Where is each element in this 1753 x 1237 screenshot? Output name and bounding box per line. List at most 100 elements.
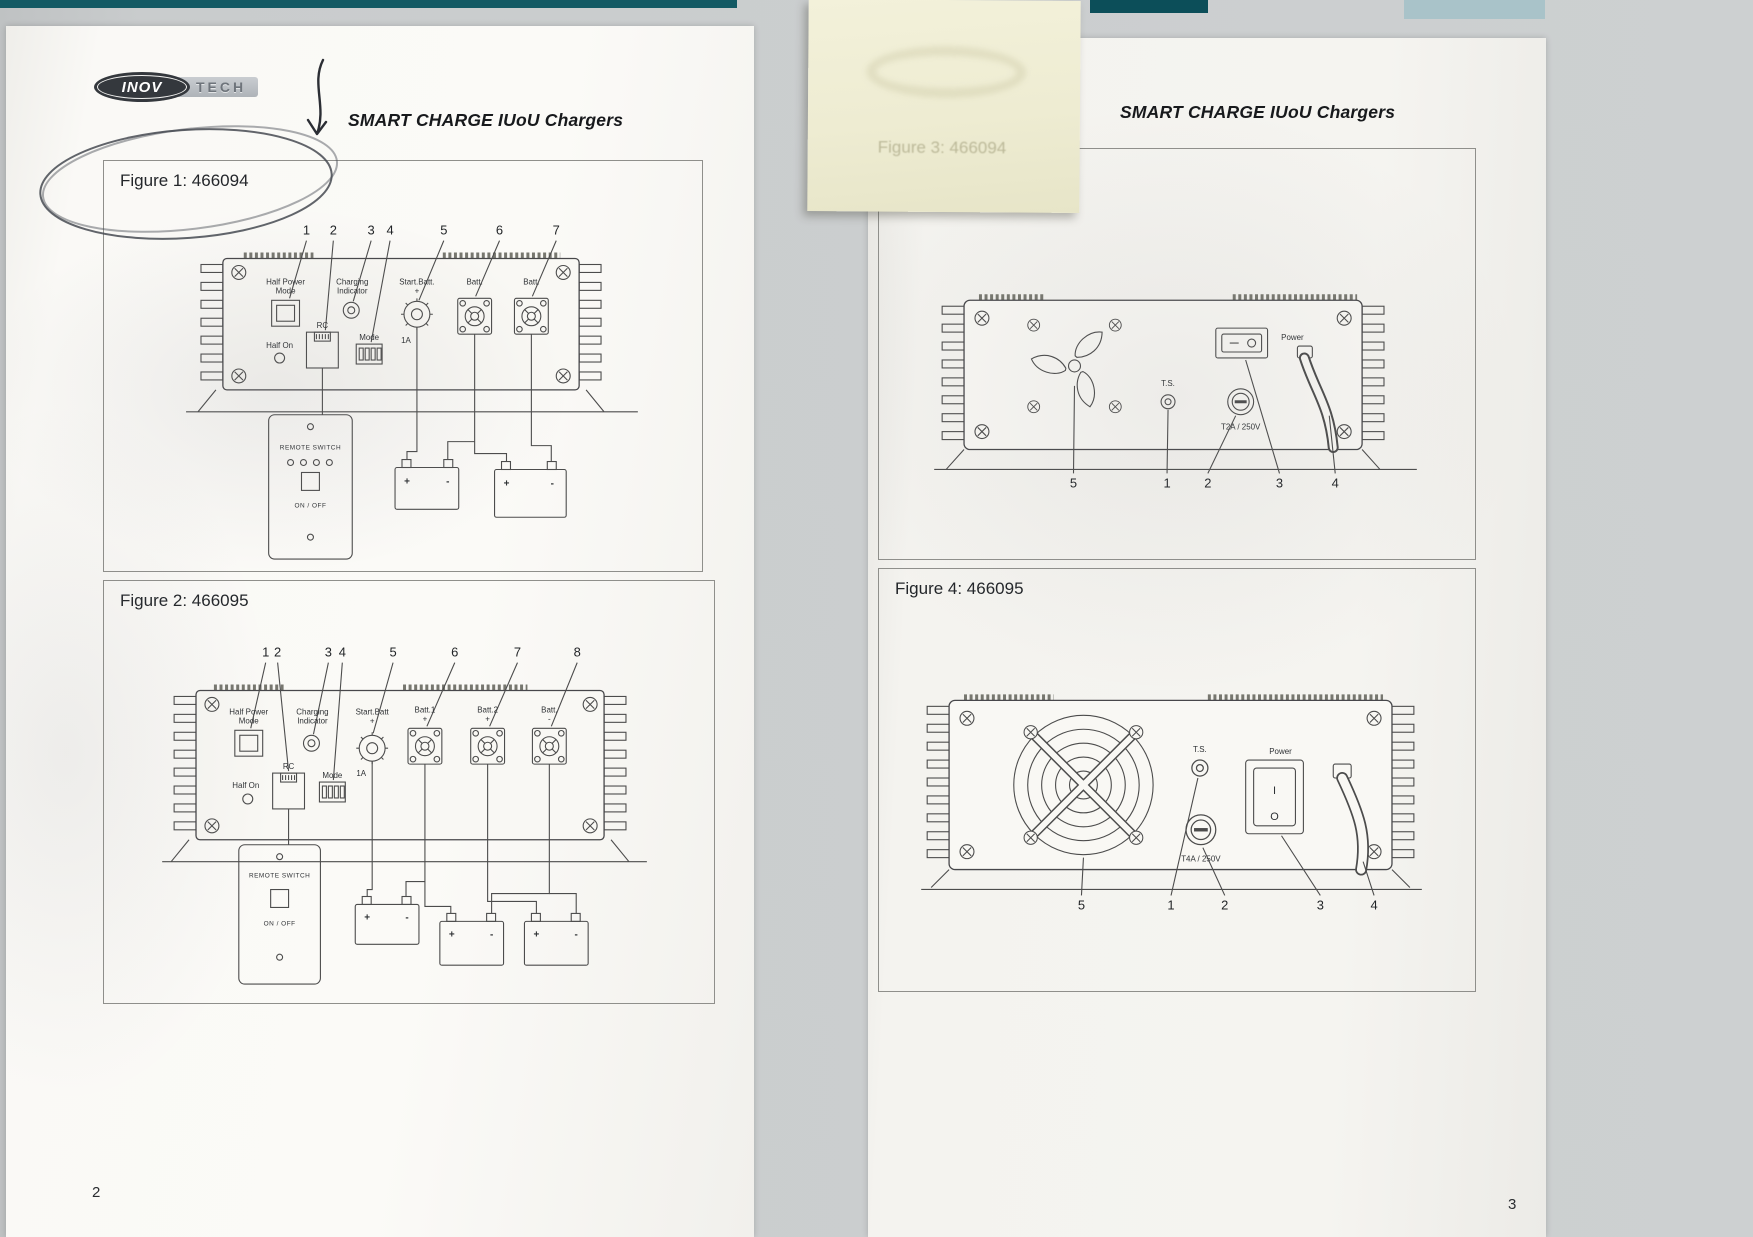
fan-grille-icon [1013,714,1154,856]
battery-minus: - [490,929,493,940]
callout-lines [250,662,578,781]
half-power-label: Half Power [266,277,305,286]
batt1-sign: + [423,714,428,723]
callout-8: 8 [574,645,581,660]
callout-lines [289,240,557,343]
fuse-label: T2A / 250V [1221,423,1261,432]
sticky-note: Figure 3: 466094 [807,0,1081,213]
charging-indicator-label: Indicator [297,716,328,725]
callout-2: 2 [1204,475,1211,490]
heatsink-fins-left [941,305,965,441]
figure-4-title: Figure 4: 466095 [895,579,1024,598]
figure-3-diagram: T.S. T2A / 250V Power [934,294,1417,490]
half-on-led-icon [274,352,286,364]
ts-label: T.S. [1193,745,1207,754]
fuse-label: T4A / 250V [1181,855,1221,864]
callout-3: 3 [325,645,332,660]
handwritten-arrow-doodle [306,58,328,136]
switch-off-symbol: O [1270,811,1279,823]
batt-label: Batt. [466,277,482,286]
callout-3: 3 [368,223,375,238]
power-label: Power [1281,333,1304,342]
callout-7: 7 [553,223,560,238]
half-power-button [271,299,301,327]
amp-label: 1A [401,336,411,345]
start-batt-sign: + [370,716,375,725]
mounting-feet [186,389,638,413]
rc-label: RC [283,762,295,771]
mode-label: Mode [322,771,342,780]
callout-2: 2 [274,645,281,660]
callout-7: 7 [514,645,521,660]
figure-4-diagram: T.S. T4A / 250V Power I O [921,694,1422,912]
batt3-label: Batt. [541,705,557,714]
figure-1-diagram: 1 2 3 4 5 6 7 [186,223,638,560]
start-batt-sign: + [415,286,420,295]
inov-tech-logo: INOV TECH [94,72,259,102]
switch-on-symbol: I [1273,785,1276,797]
sticky-note-logo-ghost [866,45,1026,98]
battery-plus: + [364,912,370,923]
scan-artifact-strip [0,0,737,8]
page-header-title: SMART CHARGE IUoU Chargers [348,110,624,130]
power-cord [1332,763,1370,876]
heatsink-fins-right [1391,705,1415,859]
heatsink-fins-right [603,695,627,831]
logo-tech-text: TECH [176,77,259,97]
figure-4-box: Figure 4: 466095 [878,568,1476,992]
page-left: INOV TECH SMART CHARGE IUoU Chargers Fig… [6,26,754,1237]
callout-1: 1 [262,645,269,660]
heatsink-fins-left [173,695,197,831]
charging-indicator-label: Charging [296,707,328,716]
callout-numbers: 5 1 2 3 4 [1078,897,1378,912]
callout-numbers: 5 1 2 3 4 [1070,475,1339,490]
power-label: Power [1269,747,1292,756]
power-switch [1215,327,1269,359]
charger-rear-panel [948,699,1393,871]
callout-numbers: 1 2 3 4 5 6 7 [303,223,560,238]
callout-5: 5 [389,645,396,660]
callout-4: 4 [386,223,393,238]
heatsink-fins-left [200,263,224,381]
battery-plus: + [449,929,455,940]
callout-2: 2 [1221,897,1228,912]
scan-artifact-strip [1404,0,1545,19]
logo-inov-text: INOV [121,78,163,96]
callout-5: 5 [1078,897,1085,912]
charging-indicator-label: Charging [336,277,368,286]
callout-6: 6 [451,645,458,660]
start-batt-label: Start.Batt. [399,277,434,286]
logo-oval: INOV [94,72,190,102]
battery-minus: - [446,476,449,487]
mode-label: Mode [359,333,379,342]
callout-numbers: 1 2 3 4 5 6 7 8 [262,645,581,660]
remote-switch-panel: REMOTE SWITCH ON / OFF [238,844,321,985]
sticky-note-bleed-text: Figure 3: 466094 [877,137,1007,158]
battery-minus: - [551,478,554,489]
heatsink-fins-right [1361,305,1385,441]
callout-3: 3 [1317,897,1324,912]
callout-1: 1 [303,223,310,238]
half-on-label: Half On [266,341,293,350]
figure-2-box: Figure 2: 466095 1 2 3 4 5 6 7 8 [103,580,715,1004]
half-power-label: Mode [239,716,259,725]
callout-lines [1080,777,1375,896]
callout-6: 6 [496,223,503,238]
batt2-label: Batt.2 [477,705,498,714]
battery: + - [494,460,567,518]
charger-front-panel [222,257,580,391]
charging-indicator-label: Indicator [337,286,368,295]
battery-minus: - [405,912,408,923]
battery: + - [523,912,589,966]
page-number: 2 [92,1184,101,1201]
remote-switch-panel: REMOTE SWITCH ON / OFF [268,414,353,560]
callout-3: 3 [1276,475,1283,490]
battery-wires [406,327,552,462]
callout-5: 5 [1070,475,1077,490]
batt3-sign: - [548,714,551,723]
scan-artifact-strip [1090,0,1208,13]
page-header-title: SMART CHARGE IUoU Chargers [1120,102,1396,122]
mounting-feet [162,839,647,863]
mounting-feet [921,869,1422,891]
